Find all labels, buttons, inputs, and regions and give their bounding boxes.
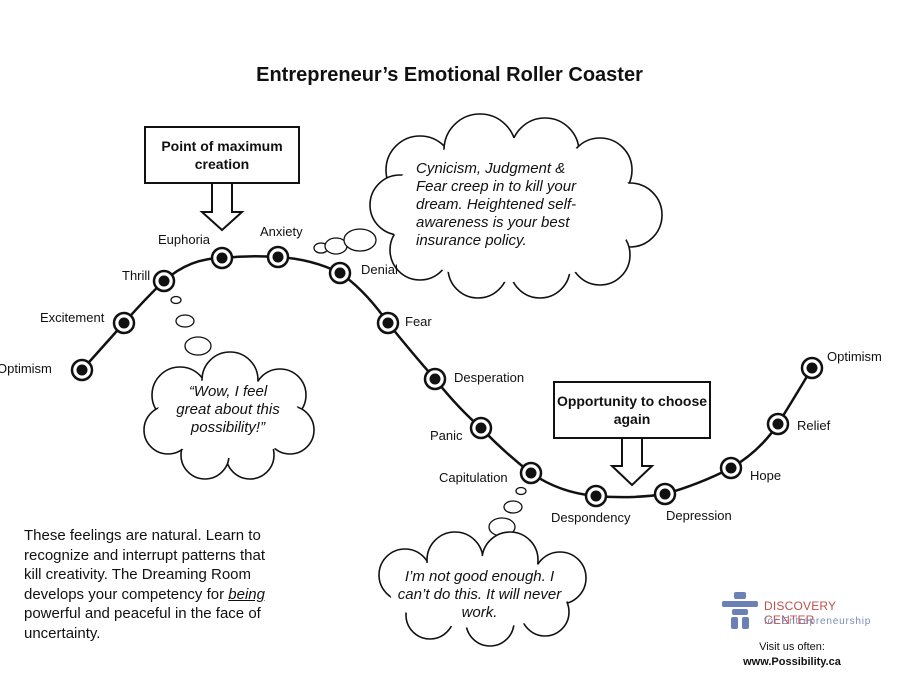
stage-marker-thrill	[152, 269, 176, 293]
footer-visit: Visit us often: www.Possibility.ca	[740, 640, 844, 670]
wow-cloud-text: “Wow, I feel great about this possibilit…	[176, 383, 280, 436]
stage-marker-fear	[376, 311, 400, 335]
stage-marker-panic	[469, 416, 493, 440]
stage-marker-depression	[653, 482, 677, 506]
stage-label-optimism-end: Optimism	[827, 349, 882, 364]
stage-marker-excitement	[112, 311, 136, 335]
stage-marker-capitulation	[519, 461, 543, 485]
stage-marker-despondency	[584, 484, 608, 508]
stage-label-anxiety: Anxiety	[260, 224, 303, 239]
stage-label-optimism-start: Optimism	[0, 361, 52, 376]
stage-label-thrill: Thrill	[122, 268, 150, 283]
stage-label-panic: Panic	[430, 428, 463, 443]
note-text-before: These feelings are natural. Learn to rec…	[24, 527, 265, 603]
choose-again-text: Opportunity to choose again	[556, 393, 708, 427]
stage-marker-relief	[766, 412, 790, 436]
not-good-cloud-trail	[488, 486, 527, 537]
not-good-cloud-text: I’m not good enough. I can’t do this. It…	[397, 568, 562, 621]
visit-label: Visit us often:	[759, 641, 825, 653]
max-creation-text: Point of maximum creation	[161, 138, 283, 172]
stage-label-denial: Denial	[361, 262, 398, 277]
choose-again-arrow	[609, 437, 655, 487]
stage-label-relief: Relief	[797, 418, 831, 433]
page-title: Entrepreneur’s Emotional Roller Coaster	[256, 64, 643, 86]
cynicism-cloud-text: Cynicism, Judgment & Fear creep in to ki…	[416, 160, 577, 249]
max-creation-callout: Point of maximum creation	[144, 126, 300, 184]
stage-marker-desperation	[423, 367, 447, 391]
stage-markers	[70, 245, 824, 508]
stage-label-desperation: Desperation	[454, 370, 524, 385]
note-text-after: powerful and peaceful in the face of unc…	[24, 605, 261, 642]
stage-marker-anxiety	[266, 245, 290, 269]
wow-cloud-trail	[170, 295, 212, 356]
stage-label-fear: Fear	[405, 314, 432, 329]
stage-label-depression: Depression	[666, 508, 732, 523]
website-link[interactable]: www.Possibility.ca	[743, 656, 841, 668]
inukshuk-icon	[722, 592, 758, 629]
stage-label-euphoria: Euphoria	[158, 232, 211, 247]
cynicism-cloud-trail	[313, 228, 377, 255]
explanatory-note: These feelings are natural. Learn to rec…	[24, 526, 282, 643]
stage-label-excitement: Excitement	[40, 310, 105, 325]
note-emphasis: being	[228, 585, 265, 603]
stage-marker-hope	[719, 456, 743, 480]
stage-marker-optimism-start	[70, 358, 94, 382]
logo-tagline: for Entrepreneurship	[764, 616, 872, 627]
stage-marker-optimism-end	[800, 356, 824, 380]
stage-marker-denial	[328, 261, 352, 285]
stage-labels: Optimism Excitement Thrill Euphoria AnxietyD…	[0, 224, 882, 525]
stage-label-despondency: Despondency	[551, 510, 631, 525]
choose-again-callout: Opportunity to choose again	[553, 381, 711, 439]
stage-marker-euphoria	[210, 246, 234, 270]
discovery-center-logo: DISCOVERY CENTER for Entrepreneurship	[718, 590, 888, 630]
max-creation-arrow	[199, 182, 245, 232]
stage-label-hope: Hope	[750, 468, 781, 483]
logo-name: DISCOVERY CENTER	[764, 599, 837, 627]
stage-label-capitulation: Capitulation	[439, 470, 508, 485]
